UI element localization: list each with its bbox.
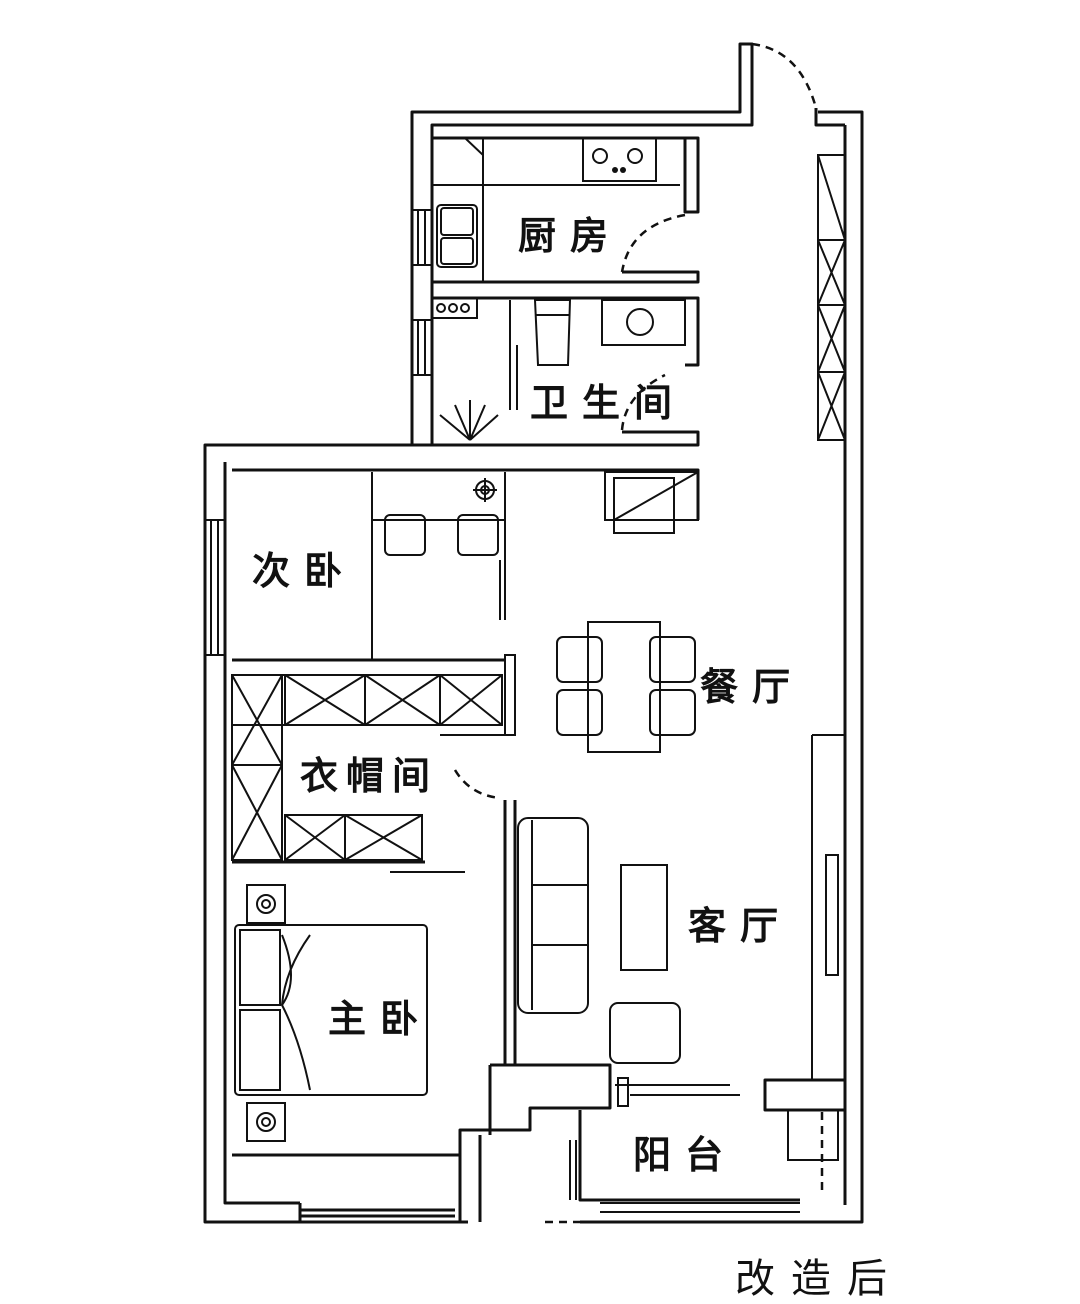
second-bedroom-area (205, 468, 700, 662)
room-label-bathroom: 卫生间 (530, 381, 687, 425)
living-area (503, 734, 847, 1112)
bathroom-area (412, 296, 700, 447)
tall-cabinet (817, 154, 846, 441)
room-label-dining-room: 餐厅 (700, 665, 805, 709)
room-label-master-bedroom: 主卧 (328, 997, 433, 1041)
cloakroom-area (231, 654, 516, 873)
room-label-second-bedroom: 次卧 (252, 549, 357, 593)
room-label-living-room: 客厅 (688, 904, 793, 948)
balcony-area (458, 1063, 862, 1224)
room-label-balcony: 阳台 (633, 1133, 738, 1177)
master-bedroom-area (232, 884, 462, 1222)
dining-area (556, 621, 696, 753)
plan-caption: 改造后 (735, 1256, 903, 1302)
room-label-cloakroom: 衣帽间 (300, 754, 439, 798)
floor-plan-drawing (203, 42, 864, 1224)
room-label-kitchen: 厨房 (518, 214, 623, 258)
kitchen-area (412, 136, 700, 285)
